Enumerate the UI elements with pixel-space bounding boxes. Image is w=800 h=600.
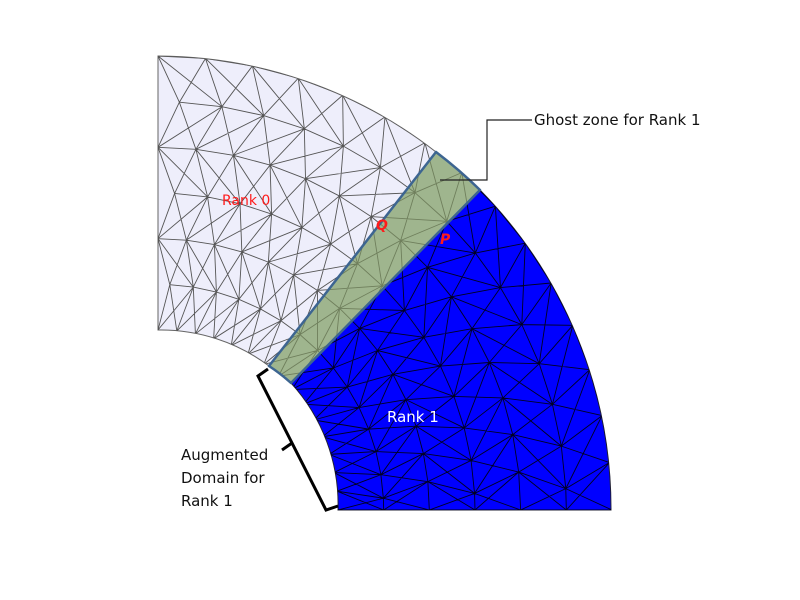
rank1-label: Rank 1 [387, 408, 439, 426]
point-q-label: Q [376, 218, 388, 234]
ghost-zone-callout-line [440, 119, 532, 181]
point-p-label: P [440, 232, 451, 248]
augmented-domain-label: Augmented Domain for Rank 1 [181, 444, 268, 513]
augmented-line-1: Augmented [181, 446, 269, 464]
augmented-line-2: Domain for [181, 469, 265, 487]
augmented-line-3: Rank 1 [181, 492, 233, 510]
ghost-zone-label: Ghost zone for Rank 1 [534, 111, 701, 129]
augmented-domain-bracket [256, 367, 339, 512]
rank0-label: Rank 0 [222, 193, 271, 209]
